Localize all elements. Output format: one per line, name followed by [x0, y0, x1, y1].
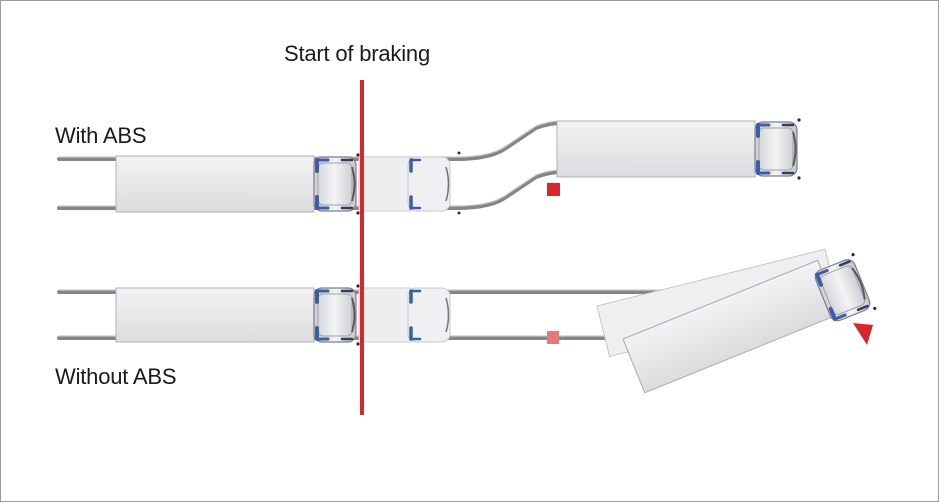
with-abs-mirror-dot [457, 211, 461, 215]
without-abs-ghost-trailer [358, 287, 412, 343]
with-abs-truck-cab [312, 151, 362, 217]
without-abs-trailer [115, 287, 315, 343]
with-abs-label: With ABS [55, 123, 147, 148]
skid-marker [547, 331, 559, 344]
obstacle-marker [547, 183, 560, 196]
without-abs-label: Without ABS [55, 364, 177, 389]
with-abs-end-trailer [556, 120, 756, 178]
start-of-braking-label: Start of braking [284, 41, 430, 66]
with-abs-ghost-cab [406, 155, 452, 213]
with-abs-mirror-dot [457, 151, 461, 155]
with-abs-end-cab [753, 116, 803, 182]
collision-marker [853, 323, 873, 345]
without-abs-ghost-cab [406, 286, 452, 344]
without-abs-truck-cab [312, 282, 362, 348]
with-abs-ghost-trailer [358, 156, 412, 212]
with-abs-tracks-highlight [58, 120, 562, 207]
with-abs-trailer [115, 155, 315, 213]
with-abs-tracks [57, 121, 563, 210]
